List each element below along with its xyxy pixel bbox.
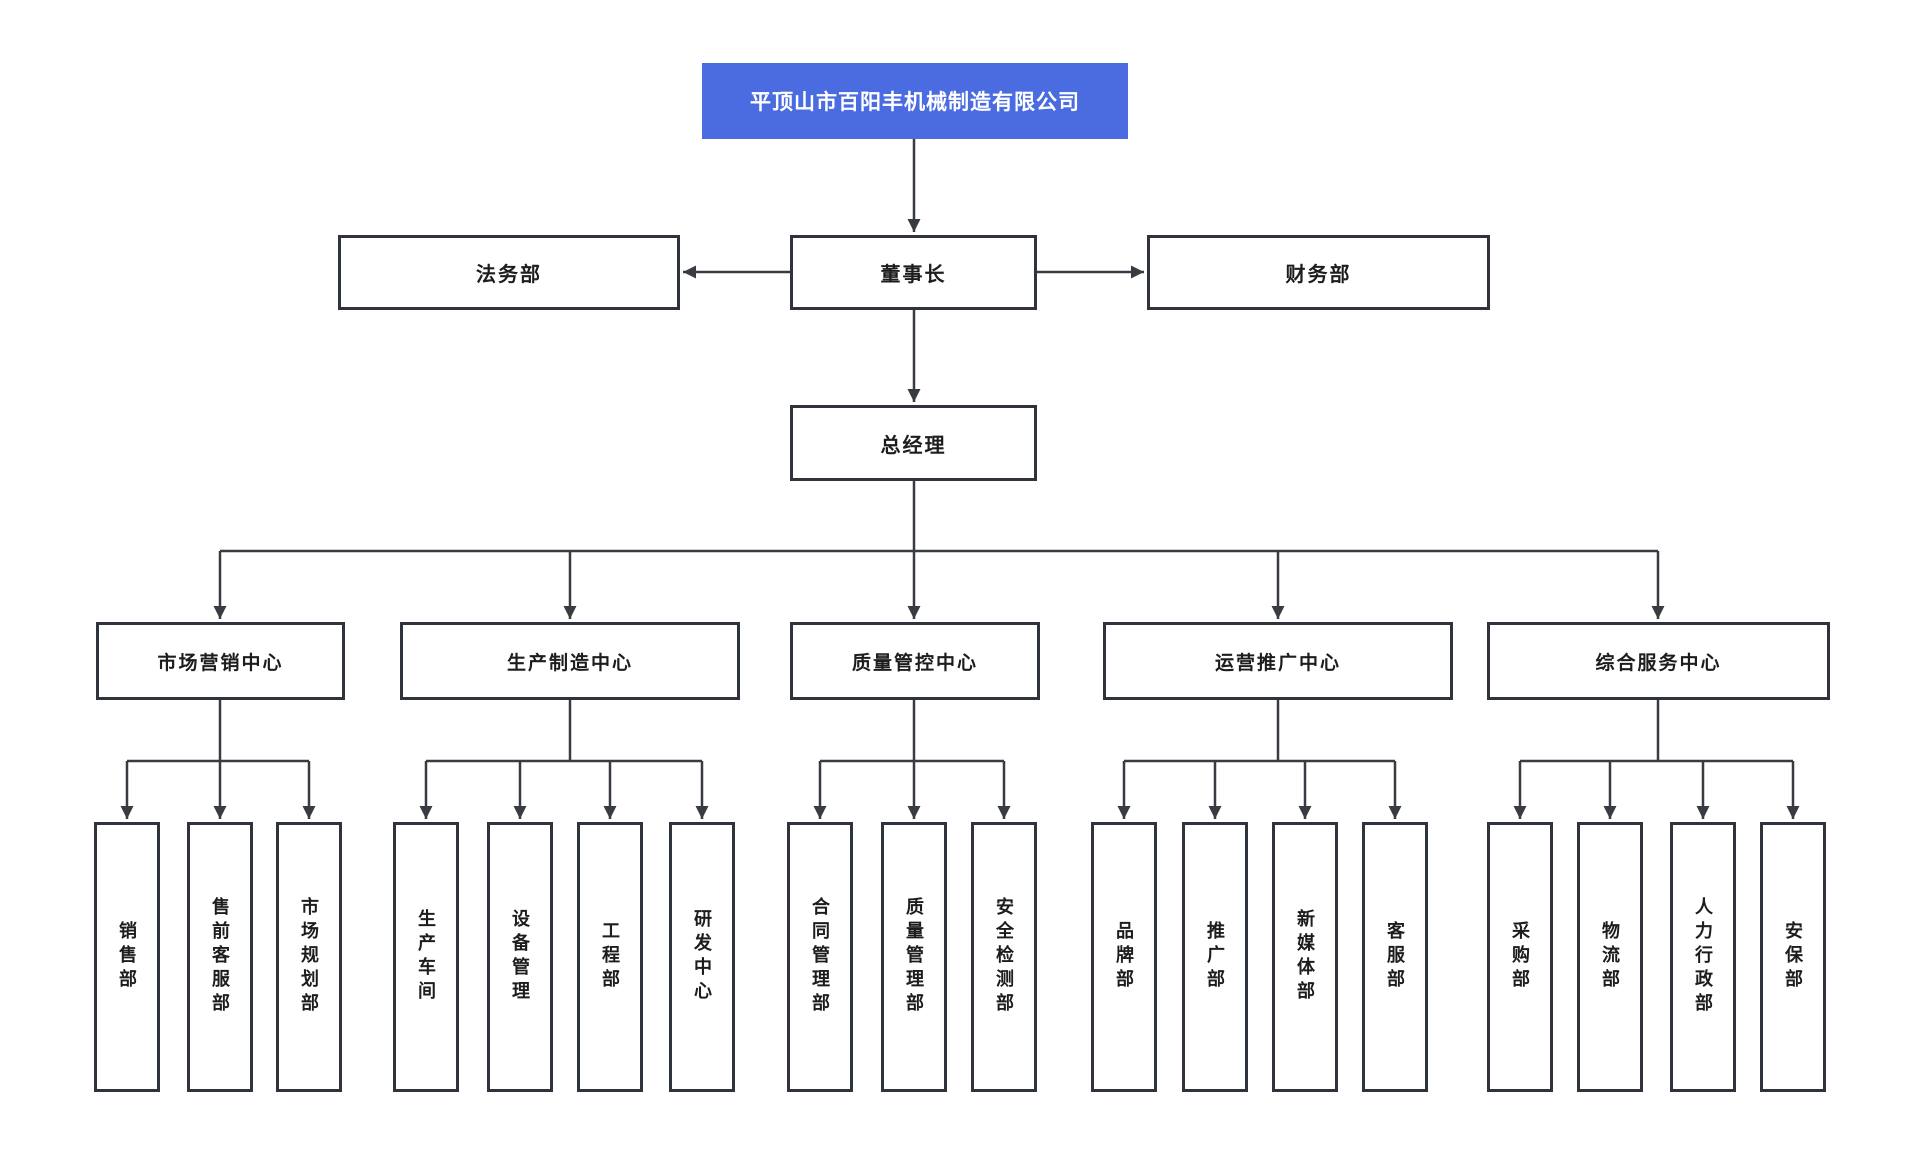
node-dept-engineering: 工程部 bbox=[577, 822, 643, 1092]
node-dept-sales: 销售部 bbox=[94, 822, 160, 1092]
node-dept-brand: 品牌部 bbox=[1091, 822, 1157, 1092]
node-dept-rnd: 研发中心 bbox=[669, 822, 735, 1092]
node-dept-customer-service: 客服部 bbox=[1362, 822, 1428, 1092]
node-center-services: 综合服务中心 bbox=[1487, 622, 1830, 700]
node-chairman: 董事长 bbox=[790, 235, 1037, 310]
node-dept-security: 安保部 bbox=[1760, 822, 1826, 1092]
node-dept-quality-mgmt: 质量管理部 bbox=[881, 822, 947, 1092]
node-company-root: 平顶山市百阳丰机械制造有限公司 bbox=[702, 63, 1128, 139]
node-dept-hr-admin: 人力行政部 bbox=[1670, 822, 1736, 1092]
node-dept-equipment: 设备管理 bbox=[487, 822, 553, 1092]
node-general-manager: 总经理 bbox=[790, 405, 1037, 481]
node-center-production: 生产制造中心 bbox=[400, 622, 740, 700]
node-dept-workshop: 生产车间 bbox=[393, 822, 459, 1092]
node-center-operations: 运营推广中心 bbox=[1103, 622, 1453, 700]
node-dept-presales-service: 售前客服部 bbox=[187, 822, 253, 1092]
node-dept-logistics: 物流部 bbox=[1577, 822, 1643, 1092]
node-center-quality: 质量管控中心 bbox=[790, 622, 1040, 700]
node-dept-promotion: 推广部 bbox=[1182, 822, 1248, 1092]
node-legal-dept: 法务部 bbox=[338, 235, 680, 310]
node-finance-dept: 财务部 bbox=[1147, 235, 1490, 310]
node-center-marketing: 市场营销中心 bbox=[96, 622, 345, 700]
node-dept-safety-testing: 安全检测部 bbox=[971, 822, 1037, 1092]
node-dept-procurement: 采购部 bbox=[1487, 822, 1553, 1092]
node-dept-contract: 合同管理部 bbox=[787, 822, 853, 1092]
node-dept-new-media: 新媒体部 bbox=[1272, 822, 1338, 1092]
node-dept-market-planning: 市场规划部 bbox=[276, 822, 342, 1092]
